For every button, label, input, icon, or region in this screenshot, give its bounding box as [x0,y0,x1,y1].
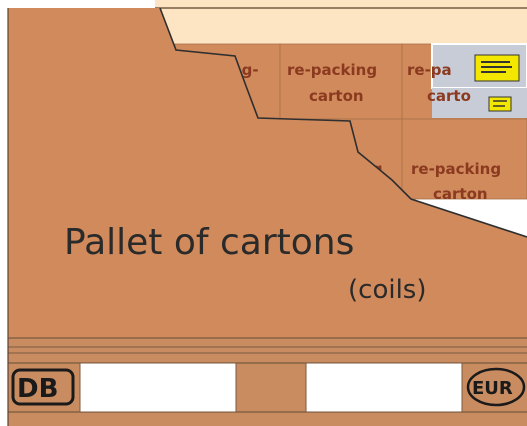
pallet-opening-left [80,363,236,412]
carton-label-5b: carton [433,185,488,203]
yellow-label-icon-small [489,97,511,111]
pallet-base [8,338,527,426]
pallet-opening-right [306,363,462,412]
db-stamp-text: DB [17,374,58,404]
carton-label-3a: re-pa [407,61,452,79]
eur-stamp-text: EUR [472,378,513,399]
yellow-label-icon [475,55,519,81]
carton-label-2a: re-packing [287,61,377,79]
carton-label-2b: carton [309,87,364,105]
pallet-title: Pallet of cartons [64,222,354,263]
carton-label-5a: re-packing [411,160,501,178]
carton-label-3b: carto [427,87,471,105]
pallet-subtitle: (coils) [348,275,426,305]
carton-labels [432,44,527,118]
